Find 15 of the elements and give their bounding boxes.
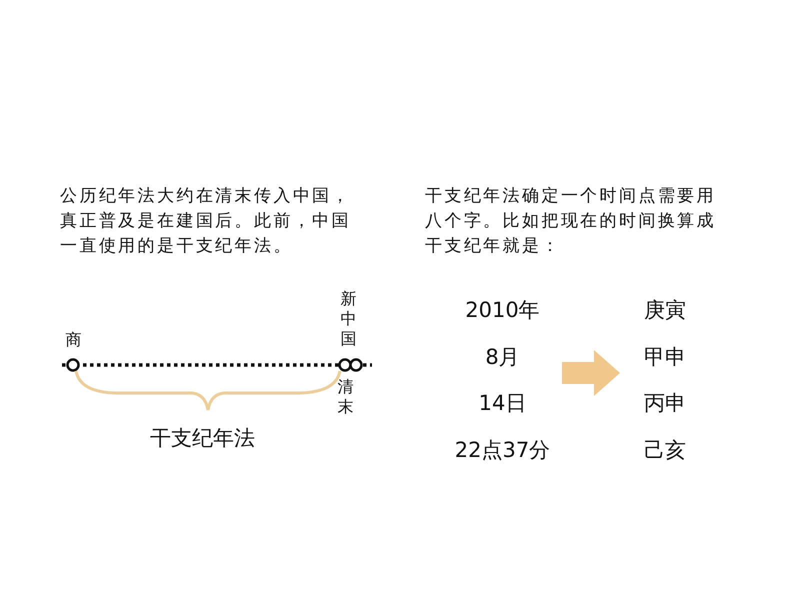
era-label: 新中国	[340, 289, 357, 349]
date-value: 14日	[478, 390, 526, 417]
ganzhi-value: 甲申	[644, 344, 686, 370]
intro-paragraph: 公历纪年法大约在清末传入中国，真正普及是在建国后。此前，中国一直使用的是干支纪年法。	[60, 185, 352, 258]
ganzhi-value: 丙申	[644, 390, 686, 417]
ganzhi-value: 己亥	[644, 436, 686, 464]
ganzhi-value: 庚寅	[644, 297, 686, 324]
date-value: 22点37分	[454, 436, 550, 464]
era-label: 清末	[337, 377, 354, 417]
era-label: 商	[65, 330, 82, 350]
explanation-paragraph: 干支纪年法确定一个时间点需要用八个字。比如把现在的时间换算成干支纪年就是：	[425, 185, 717, 258]
date-value: 8月	[485, 344, 520, 370]
block-arrow	[562, 350, 620, 396]
date-value: 2010年	[465, 297, 540, 324]
span-label: 干支纪年法	[150, 425, 255, 452]
